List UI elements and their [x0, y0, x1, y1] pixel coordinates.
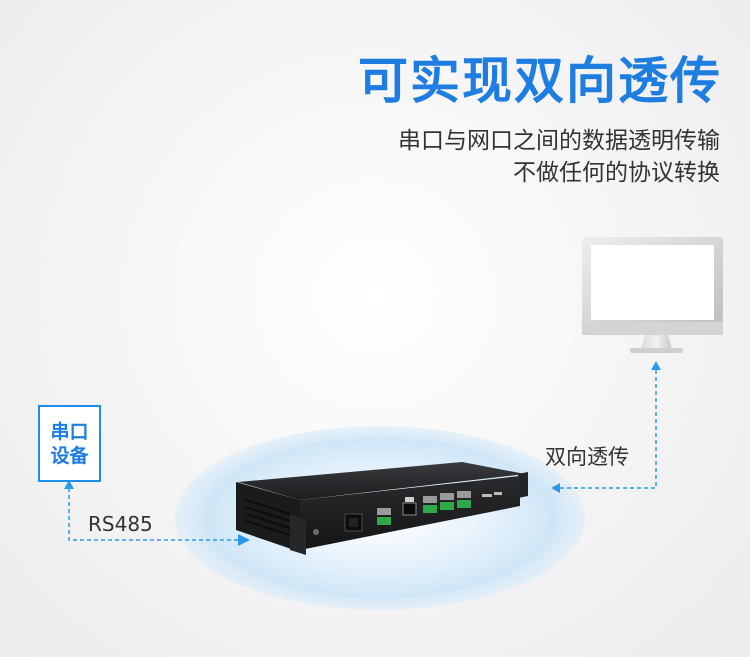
bidirectional-label: 双向透传 — [545, 445, 629, 469]
arrow-up-icon — [651, 361, 661, 370]
serial-device-label-1: 串口 — [50, 420, 89, 443]
subtitle-line-2: 不做任何的协议转换 — [513, 160, 720, 186]
connector-bidirectional — [558, 370, 657, 489]
serial-device-box: 串口 设备 — [38, 405, 101, 482]
page-title: 可实现双向透传 — [358, 52, 722, 110]
arrow-up-icon — [64, 480, 74, 489]
rs485-label: RS485 — [88, 512, 153, 536]
subtitle-line-1: 串口与网口之间的数据透明传输 — [398, 128, 720, 154]
arrow-left-icon — [551, 483, 560, 493]
serial-server-device — [236, 462, 528, 555]
serial-device-label-2: 设备 — [50, 444, 89, 467]
connector-rs485 — [68, 488, 250, 546]
monitor-icon — [582, 237, 723, 353]
